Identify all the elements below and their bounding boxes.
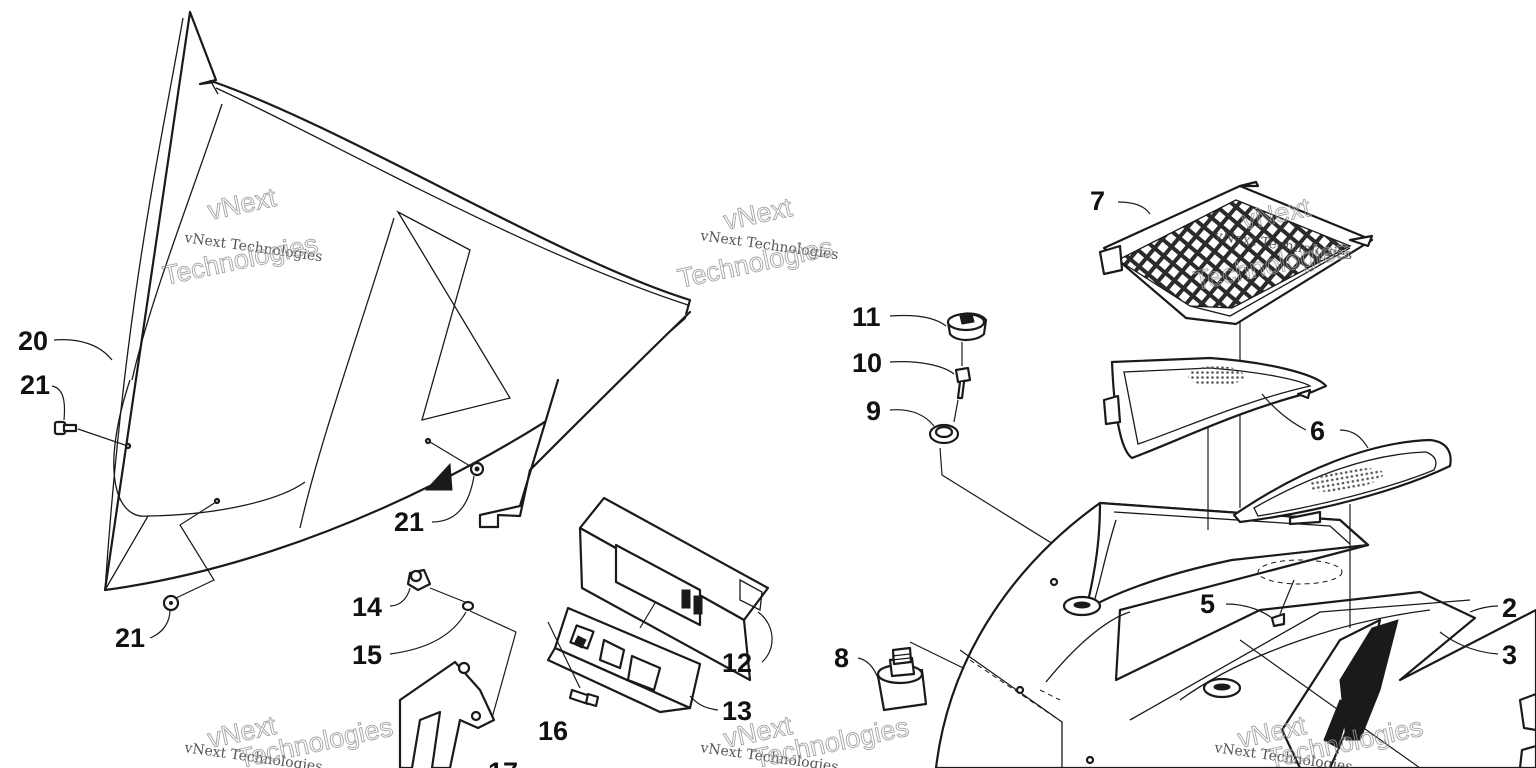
svg-text:21: 21 xyxy=(115,623,145,653)
callout-9: 9 xyxy=(866,396,935,427)
callout-21-left: 21 xyxy=(20,370,66,421)
bolt-16 xyxy=(547,621,600,708)
gauge-housing-13 xyxy=(546,606,702,714)
callout-12: 12 xyxy=(722,611,773,678)
direction-arrow-icon xyxy=(424,462,453,491)
gauge-12 xyxy=(578,496,770,682)
vent-cover-6-upper xyxy=(1102,356,1328,460)
callout-3: 3 xyxy=(1439,631,1517,670)
screw-21-left xyxy=(53,420,132,450)
callout-10: 10 xyxy=(852,348,955,378)
svg-text:11: 11 xyxy=(852,302,881,332)
key-10 xyxy=(954,366,972,400)
svg-text:14: 14 xyxy=(352,592,382,622)
washer-21-bottom xyxy=(162,497,221,612)
svg-text:15: 15 xyxy=(352,640,382,670)
svg-text:17: 17 xyxy=(488,757,518,768)
svg-text:8: 8 xyxy=(834,643,849,673)
callout-11: 11 xyxy=(852,302,947,332)
callout-15: 15 xyxy=(352,611,467,670)
key-cap-11 xyxy=(946,312,988,342)
svg-text:2: 2 xyxy=(1502,593,1517,623)
storage-net-7 xyxy=(1098,180,1374,326)
callout-17: 17 xyxy=(488,757,518,768)
callout-6: 6 xyxy=(1261,393,1369,449)
bracket-17 xyxy=(398,587,517,768)
svg-text:7: 7 xyxy=(1090,186,1105,216)
svg-text:21: 21 xyxy=(394,507,424,537)
nut-14 xyxy=(406,568,432,592)
svg-text:5: 5 xyxy=(1200,589,1215,619)
watermark-2: vNext vNext Technologies Technologies xyxy=(675,192,840,295)
callout-21-mid: 21 xyxy=(394,475,475,537)
svg-text:12: 12 xyxy=(722,648,752,678)
callout-5: 5 xyxy=(1200,589,1273,619)
screw-21-mid xyxy=(424,437,485,477)
svg-text:20: 20 xyxy=(18,326,48,356)
callout-16: 16 xyxy=(538,716,568,746)
washer-15 xyxy=(461,600,475,612)
svg-text:3: 3 xyxy=(1502,640,1517,670)
vent-cover-6-lower xyxy=(1232,438,1452,526)
svg-text:21: 21 xyxy=(20,370,50,400)
console-assembly xyxy=(934,501,1536,768)
callout-2: 2 xyxy=(1469,593,1517,623)
svg-text:16: 16 xyxy=(538,716,568,746)
svg-text:10: 10 xyxy=(852,348,882,378)
callout-14: 14 xyxy=(352,587,411,622)
watermark-4: vNext vNext Technologies Technologies xyxy=(182,710,395,768)
callout-20: 20 xyxy=(18,326,113,361)
callout-8: 8 xyxy=(834,643,879,679)
svg-text:13: 13 xyxy=(722,696,752,726)
switch-8 xyxy=(876,641,1001,712)
svg-text:vNext: vNext xyxy=(721,192,795,236)
callout-13: 13 xyxy=(689,695,752,726)
svg-text:6: 6 xyxy=(1310,416,1325,446)
callout-21-bottom: 21 xyxy=(115,609,171,653)
svg-text:9: 9 xyxy=(866,396,881,426)
windshield xyxy=(103,10,692,592)
callout-7: 7 xyxy=(1090,186,1151,216)
screw-5 xyxy=(1270,579,1295,628)
grommet-9 xyxy=(928,423,960,445)
